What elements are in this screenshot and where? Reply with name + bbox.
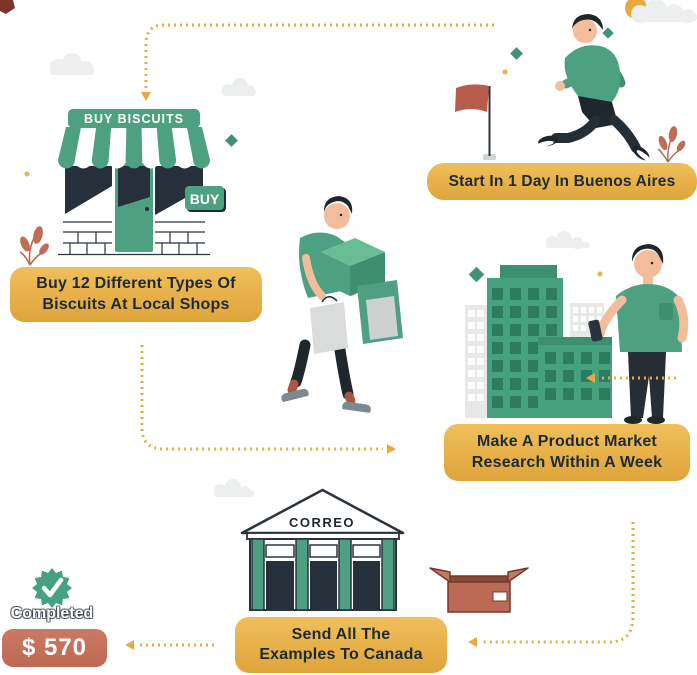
caption-line: Start In 1 Day In Buenos Aires — [448, 172, 676, 190]
researcher-illustration — [588, 244, 689, 424]
caption-line: Examples To Canada — [259, 646, 423, 663]
cloud-icon — [50, 53, 94, 75]
cloud-icon — [546, 231, 590, 249]
cloud-icon — [222, 78, 256, 96]
caption-line: Research Within A Week — [471, 453, 663, 471]
flow-arrow-to-shop — [144, 23, 494, 88]
shopper-illustration — [281, 196, 403, 417]
city-buildings-illustration — [465, 265, 612, 418]
cloud-icon — [214, 479, 254, 497]
biscuit-shop-illustration: BUY BISCUITS BUY — [58, 109, 226, 256]
buy-tag-label: BUY — [190, 191, 220, 207]
shop-door — [115, 163, 153, 252]
amount-value: $ 570 — [21, 634, 88, 661]
caption-buy-biscuits: Buy 12 Different Types Of Biscuits At Lo… — [10, 267, 262, 322]
post-office-sign: CORREO — [289, 515, 355, 530]
phone-icon — [588, 319, 603, 342]
shop-sign: BUY BISCUITS — [68, 109, 200, 128]
caption-line: Send All The — [291, 625, 391, 643]
post-office-illustration: CORREO — [240, 488, 405, 611]
flow-arrowheads — [125, 92, 595, 650]
buy-tag: BUY — [185, 186, 226, 212]
completed-label: Completed — [10, 605, 94, 622]
plant-icon — [657, 126, 686, 163]
corner-accent-shape — [0, 0, 15, 14]
caption-line: Make A Product Market — [477, 433, 657, 451]
brick-wall — [58, 221, 210, 256]
caption-line: Buy 12 Different Types Of — [36, 275, 236, 293]
parcel-box-icon — [429, 567, 529, 613]
amount-badge: $ 570 — [2, 629, 107, 667]
caption-send-to-canada: Send All The Examples To Canada — [235, 617, 447, 673]
shop-sign-label: BUY BISCUITS — [84, 112, 184, 126]
caption-start-buenos-aires: Start In 1 Day In Buenos Aires — [427, 163, 697, 200]
completed-check-seal-icon — [32, 568, 72, 608]
plant-icon — [19, 226, 49, 266]
flag-icon — [455, 84, 496, 160]
caption-market-research: Make A Product Market Research Within A … — [444, 424, 690, 481]
flow-arrows — [138, 23, 676, 647]
runner-illustration — [455, 14, 652, 162]
flow-arrow-research-to-send — [481, 522, 635, 644]
cloud-icon — [631, 0, 697, 23]
shop-awning — [58, 127, 211, 169]
caption-line: Biscuits At Local Shops — [42, 295, 230, 313]
